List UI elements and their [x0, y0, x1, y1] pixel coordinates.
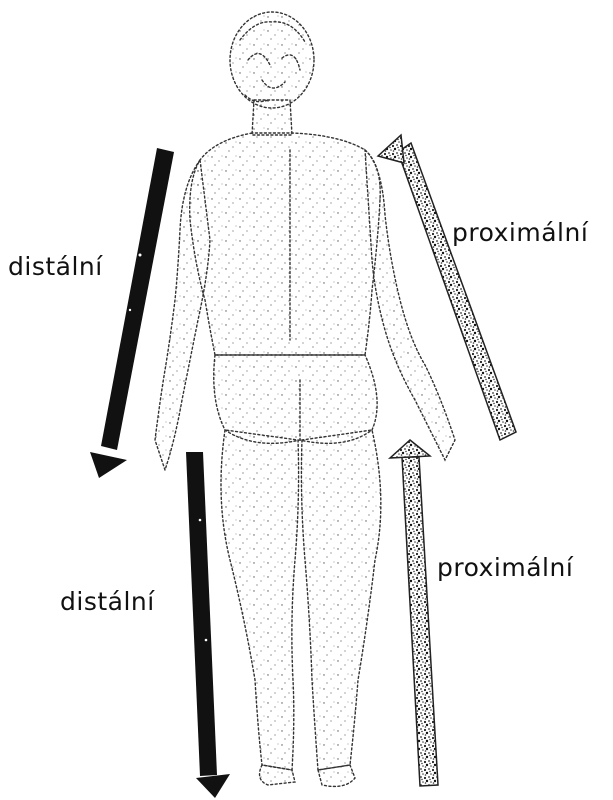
distal-label-leg: distální [60, 587, 155, 616]
proximal-label-leg: proximální [437, 553, 573, 582]
right-arm [365, 150, 455, 460]
right-leg [301, 430, 380, 770]
proximal-label-arm: proximální [452, 218, 588, 247]
proximal-arrow-leg [390, 440, 438, 786]
neck [252, 100, 292, 135]
head [230, 12, 314, 108]
left-leg [221, 430, 299, 770]
distal-label-arm: distální [8, 252, 103, 281]
torso [190, 133, 380, 355]
hips [214, 355, 377, 443]
proximal-arrow-arm [378, 135, 516, 440]
